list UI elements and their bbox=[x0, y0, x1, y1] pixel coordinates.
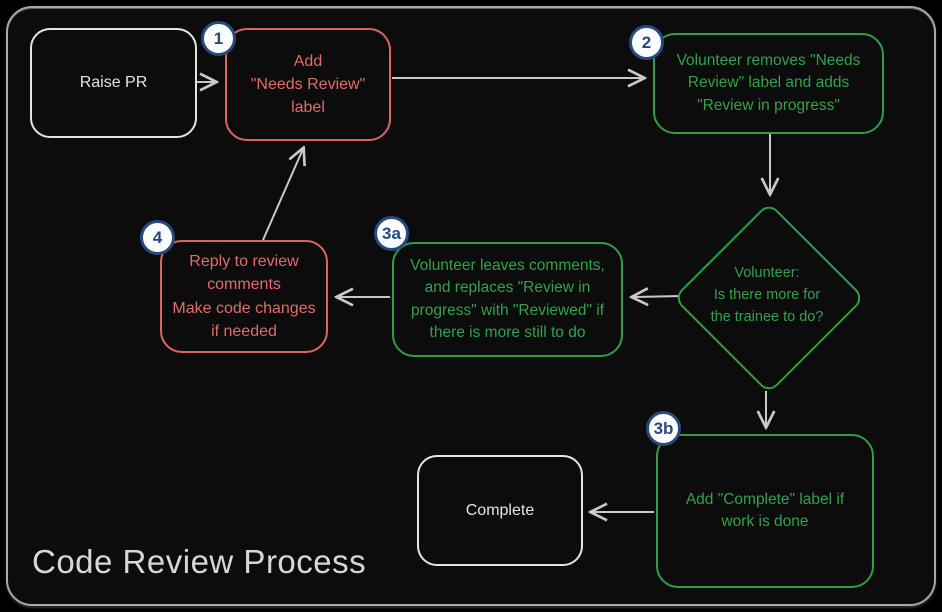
decision-diamond-label: Volunteer: Is there more for the trainee… bbox=[710, 265, 824, 325]
step-badge-2: 2 bbox=[629, 25, 664, 60]
node-reply-comments-label: Reply to review comments Make code chang… bbox=[172, 253, 316, 340]
node-raise-pr-label: Raise PR bbox=[79, 74, 148, 92]
node-add-needs-review: Add "Needs Review" label bbox=[225, 28, 391, 141]
step-badge-3a: 3a bbox=[374, 216, 409, 251]
step-badge-1: 1 bbox=[201, 21, 236, 56]
node-complete-label: Complete bbox=[465, 501, 535, 519]
page-title: Code Review Process bbox=[32, 543, 367, 580]
node-add-complete-label: Add "Complete" label if work is done bbox=[685, 490, 845, 530]
step-badge-4: 4 bbox=[140, 220, 175, 255]
node-add-needs-review-label: Add "Needs Review" label bbox=[250, 52, 366, 117]
node-complete: Complete bbox=[417, 455, 583, 566]
node-volunteer-leaves: Volunteer leaves comments, and replaces … bbox=[392, 242, 623, 357]
node-volunteer-removes-label: Volunteer removes "Needs Review" label a… bbox=[676, 51, 861, 114]
node-volunteer-leaves-label: Volunteer leaves comments, and replaces … bbox=[410, 256, 605, 341]
node-reply-comments: Reply to review comments Make code chang… bbox=[160, 240, 328, 353]
node-volunteer-removes: Volunteer removes "Needs Review" label a… bbox=[653, 33, 884, 134]
step-badge-3b: 3b bbox=[646, 411, 681, 446]
node-raise-pr: Raise PR bbox=[30, 28, 197, 138]
node-add-complete: Add "Complete" label if work is done bbox=[656, 434, 874, 588]
decision-diamond: Volunteer: Is there more for the trainee… bbox=[682, 246, 852, 346]
